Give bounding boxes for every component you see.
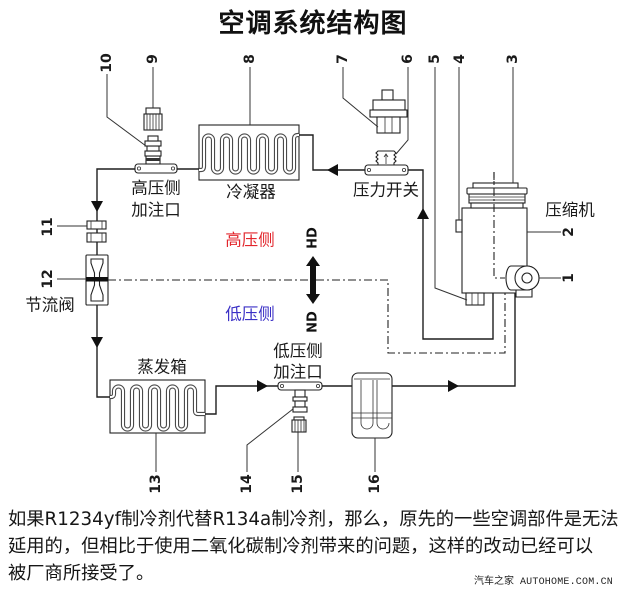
- low-port-tee: [277, 381, 323, 391]
- compressor-clutch: [505, 265, 540, 298]
- low-port-cap: [291, 416, 307, 433]
- watermark-brand-url: AUTOHOME.COM.CN: [519, 577, 613, 588]
- high-port-tee: [134, 163, 178, 174]
- label-expansion-valve: 节流阀: [25, 296, 75, 315]
- label-high-pressure-side: 高压侧: [225, 231, 275, 250]
- callout-7: 7: [335, 54, 351, 64]
- hd-nd-double-arrow-icon: [306, 256, 320, 304]
- callout-1: 1: [561, 273, 577, 283]
- high-port-cap: [143, 107, 163, 131]
- callout-8: 8: [242, 54, 258, 64]
- callout-numbers: 1 2 3 4 5 6 7 8 9 10 11 12 13 14 15 16: [40, 53, 577, 494]
- filter-connector: [86, 220, 107, 243]
- caption-line-2: 延用的，但相比于使用二氧化碳制冷剂带来的问题，这样的改动已经可以: [8, 536, 593, 557]
- pipe-valve-to-evaporator: [96, 305, 110, 398]
- flow-arrow-right-icon: [448, 380, 459, 392]
- compressor-side-connector: [455, 219, 463, 233]
- label-low-pressure-side: 低压侧: [225, 305, 275, 324]
- pressure-switch: [364, 89, 409, 176]
- pipe-accumulator-to-compressor: [392, 290, 516, 387]
- callout-10: 10: [99, 53, 115, 73]
- hd-label: HD: [306, 227, 321, 249]
- callout-11: 11: [40, 217, 56, 236]
- callout-15: 15: [290, 474, 306, 493]
- caption-line-1: 如果R1234yf制冷剂代替R134a制冷剂，那么，原先的一些空调部件是无法: [8, 509, 619, 530]
- callout-5: 5: [427, 54, 443, 64]
- leader-7: [342, 67, 379, 128]
- label-low-port-line2: 加注口: [273, 363, 323, 382]
- watermark: 汽车之家 AUTOHOME.COM.CN: [474, 575, 613, 590]
- flow-arrow-up-icon: [417, 208, 429, 219]
- refrigerant-circuit: [96, 134, 516, 415]
- flow-arrow-down-icon: [91, 337, 103, 348]
- component-labels: 高压侧 加注口 冷凝器 压力开关 压缩机 节流阀 蒸发箱 低压侧 加注口 高压侧…: [25, 179, 595, 382]
- caption-line-3: 被厂商所接受了。: [8, 563, 155, 584]
- pipe-compressor-discharge: [408, 169, 494, 340]
- callout-12: 12: [40, 269, 56, 288]
- label-condenser: 冷凝器: [226, 183, 276, 202]
- label-high-port-line1: 高压侧: [131, 179, 181, 198]
- pipe-condenser-to-switch: [299, 134, 365, 171]
- callout-6: 6: [400, 54, 416, 64]
- condenser: [198, 124, 301, 181]
- label-low-port-line1: 低压侧: [273, 342, 323, 361]
- flow-arrow-left-icon: [327, 164, 338, 176]
- pipe-evaporator-to-lowport: [205, 385, 278, 415]
- leader-5: [434, 67, 468, 301]
- callout-9: 9: [145, 54, 161, 64]
- low-pressure-service-port: [277, 381, 323, 433]
- pipe-highport-to-filter: [96, 168, 135, 221]
- label-evaporator: 蒸发箱: [137, 358, 187, 377]
- leader-10: [106, 74, 147, 147]
- callout-4: 4: [452, 54, 468, 64]
- pressure-switch-sensor: [369, 89, 408, 134]
- label-pressure-switch: 压力开关: [353, 181, 419, 200]
- high-pressure-service-port: [134, 107, 178, 174]
- pressure-switch-tee: [364, 164, 409, 176]
- flow-arrows: [91, 164, 459, 392]
- evaporator: [108, 379, 206, 434]
- leader-6: [395, 67, 409, 155]
- nd-label: ND: [306, 311, 321, 333]
- leader-14: [246, 408, 294, 472]
- compressor-bottom-sensor: [465, 292, 485, 306]
- caption-paragraph: 如果R1234yf制冷剂代替R134a制冷剂，那么，原先的一些空调部件是无法 延…: [8, 506, 620, 587]
- flow-arrow-down-icon: [91, 201, 103, 212]
- callout-2: 2: [561, 227, 577, 237]
- callout-leaders: [57, 67, 561, 472]
- page-title: 空调系统结构图: [218, 9, 408, 39]
- expansion-valve: [85, 254, 109, 306]
- accumulator: [351, 372, 393, 439]
- label-high-port-line2: 加注口: [131, 201, 181, 220]
- compressor-internal-boundary: [493, 172, 505, 279]
- watermark-brand-cn: 汽车之家: [473, 576, 514, 587]
- compressor: [455, 172, 540, 306]
- callout-3: 3: [505, 54, 521, 64]
- callout-13: 13: [148, 474, 164, 493]
- flow-arrow-right-icon: [257, 380, 268, 392]
- callout-16: 16: [367, 474, 383, 493]
- label-compressor: 压缩机: [545, 201, 595, 220]
- compressor-pulley: [466, 182, 528, 209]
- callout-14: 14: [239, 474, 255, 494]
